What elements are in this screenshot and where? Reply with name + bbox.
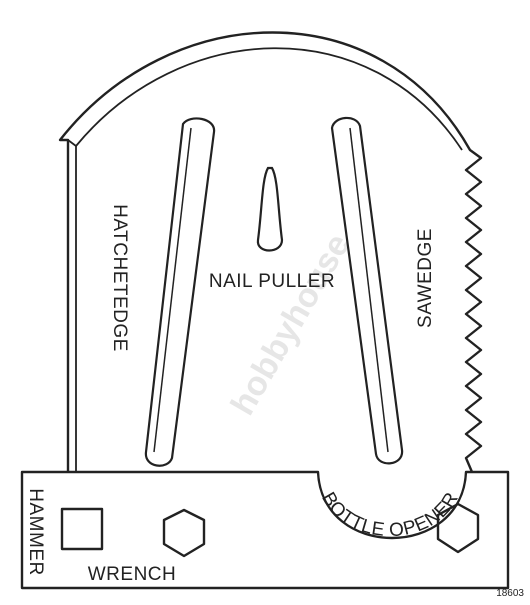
tool-body-outline bbox=[58, 31, 483, 473]
label-saw-edge: SAWEDGE bbox=[415, 228, 436, 328]
right-slot bbox=[330, 116, 404, 465]
label-wrench: WRENCH bbox=[88, 564, 177, 585]
left-slot bbox=[144, 117, 216, 467]
label-hammer: HAMMER bbox=[25, 488, 46, 575]
label-nail-puller: NAIL PULLER bbox=[209, 271, 335, 292]
opener-hex bbox=[436, 502, 480, 554]
top-arch-inner bbox=[75, 47, 463, 151]
left-slot-inner bbox=[153, 127, 192, 453]
label-bottle-opener-text: BOTTLE OPENER bbox=[317, 489, 462, 542]
figure-code: 18603 bbox=[496, 588, 524, 599]
label-hatchet-edge: HATCHETEDGE bbox=[109, 204, 130, 352]
hammer-square bbox=[60, 507, 104, 551]
right-slot-inner bbox=[349, 127, 389, 453]
tool-outline bbox=[58, 31, 483, 473]
handle-bar bbox=[20, 470, 510, 590]
nail-puller-slot bbox=[256, 166, 284, 252]
wrench-hex bbox=[162, 508, 206, 558]
label-bottle-opener: BOTTLE OPENER bbox=[317, 489, 463, 542]
watermark: hobbyhouse bbox=[223, 227, 357, 421]
